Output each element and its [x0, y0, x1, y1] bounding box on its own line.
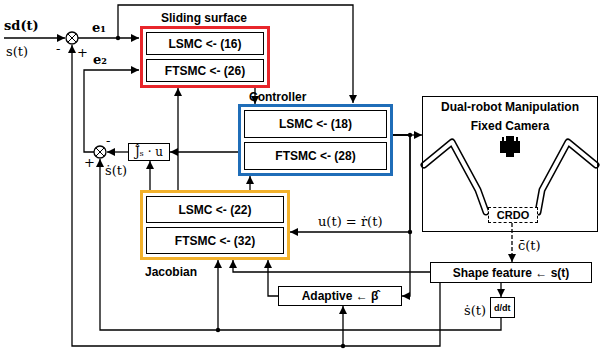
box-text: d/dt — [494, 303, 511, 313]
method-row: FTSMC <- (32) — [146, 227, 284, 254]
signal-label: s(t) — [6, 44, 28, 59]
method-text: LSMC <- (16) — [168, 37, 241, 51]
summing-junction — [66, 32, 78, 44]
method-row: FTSMC <- (26) — [146, 59, 264, 82]
adaptive-box: Adaptive ← β̂ — [278, 286, 402, 306]
sign-label: - — [56, 41, 60, 56]
signal-connector — [500, 283, 501, 297]
box-text: Ĵₛ · u — [135, 145, 163, 159]
jacobian-box: JacobianLSMC <- (22)FTSMC <- (32) — [140, 190, 290, 260]
box-heading: Sliding surface — [161, 11, 247, 25]
signal-connector — [170, 151, 238, 152]
signal-label: sd(t) — [4, 18, 39, 33]
camera-icon — [500, 136, 520, 157]
sign-label: - — [106, 133, 110, 148]
box-heading: Jacobian — [145, 265, 197, 279]
connector-label: u(t) = ṙ(t) — [318, 214, 382, 229]
signal-connector — [233, 260, 430, 272]
method-text: FTSMC <- (32) — [175, 234, 255, 248]
error-label: e₁ — [92, 20, 106, 35]
jacobian-product-box: Ĵₛ · u — [128, 143, 170, 161]
error-wire — [84, 70, 139, 152]
camera-label: Fixed Camera — [423, 119, 597, 133]
box-text: Shape feature ← s(t) — [453, 266, 570, 280]
robot-scene-box: Dual-robot ManipulationFixed CameraCRDO — [422, 96, 598, 232]
method-row: LSMC <- (16) — [146, 32, 264, 55]
method-text: LSMC <- (18) — [279, 117, 352, 131]
scene-title: Dual-robot Manipulation — [423, 100, 597, 114]
method-row: LSMC <- (22) — [146, 196, 284, 223]
signal-label: ṡ(t) — [464, 303, 486, 318]
method-text: FTSMC <- (28) — [275, 149, 355, 163]
object-box: CRDO — [488, 207, 538, 223]
shape-feature-box: Shape feature ← s(t) — [430, 262, 592, 283]
reference-wire — [4, 37, 65, 38]
signal-label: ṡ(t) — [105, 163, 127, 178]
derivative-box: d/dt — [490, 297, 515, 318]
error-wire — [118, 5, 353, 103]
method-text: FTSMC <- (26) — [165, 64, 245, 78]
connector-label: c̄(t) — [518, 238, 541, 253]
estimate-wire — [107, 151, 128, 152]
signal-connector — [268, 260, 278, 296]
sliding-surface-box: Sliding surfaceLSMC <- (16)FTSMC <- (26) — [140, 26, 270, 88]
summing-junction — [94, 146, 106, 158]
summing-junction — [96, 148, 104, 156]
sign-label: + — [84, 155, 95, 170]
box-text: Adaptive ← β̂ — [302, 289, 379, 303]
robot-arm — [424, 142, 596, 212]
error-label: e₂ — [93, 52, 107, 67]
box-text: CRDO — [497, 209, 529, 221]
box-heading: Controller — [249, 90, 306, 104]
method-row: LSMC <- (18) — [244, 110, 387, 138]
controller-box: ControllerLSMC <- (18)FTSMC <- (28) — [238, 104, 393, 176]
summing-junction — [68, 34, 76, 42]
method-row: FTSMC <- (28) — [244, 142, 387, 170]
signal-connector — [149, 161, 150, 190]
signal-connector — [177, 88, 178, 190]
signal-connector — [511, 223, 512, 262]
sign-label: + — [77, 45, 88, 60]
error-wire — [78, 37, 139, 38]
signal-connector — [249, 176, 250, 190]
method-text: LSMC <- (22) — [178, 203, 251, 217]
